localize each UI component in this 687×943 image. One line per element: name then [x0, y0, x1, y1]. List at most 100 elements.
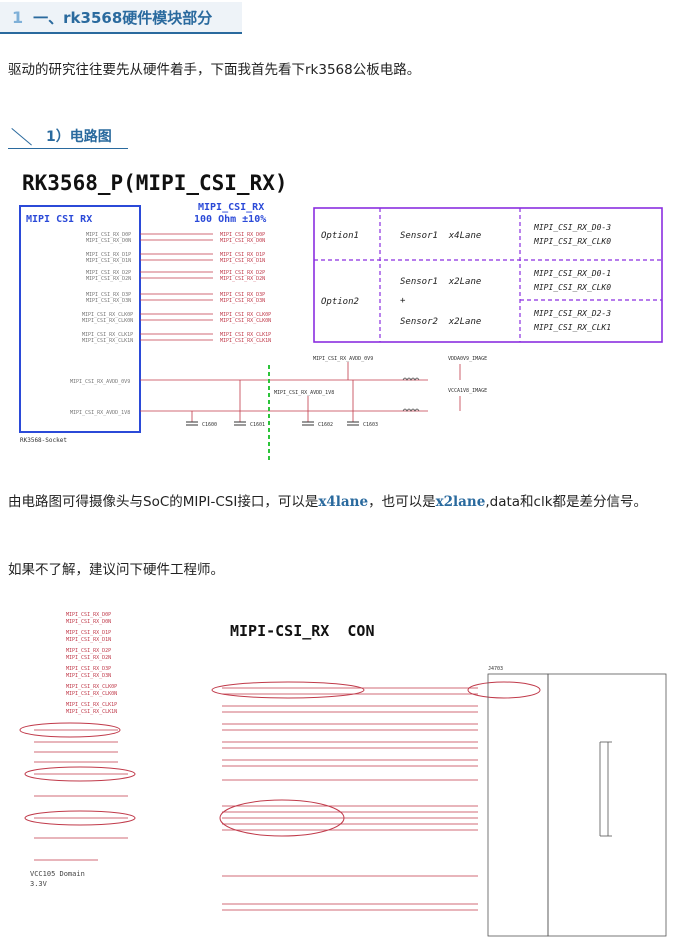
- net-label: MIPI_CSI_RX_D3P: [220, 292, 265, 298]
- net-label: MIPI_CSI_RX_D1N: [66, 637, 111, 643]
- pin-row: MIPI_CSI_RX_CLK0N MIPI_CSI_RX_CLK0N: [82, 318, 271, 324]
- net-label: MIPI_CSI_RX_D0N: [220, 238, 265, 244]
- analysis-paragraph: 由电路图可得摄像头与SoC的MIPI-CSI接口，可以是x4lane，也可以是x…: [8, 490, 673, 514]
- section-number: 1: [12, 7, 24, 27]
- avdd-1v8-net: MIPI_CSI_RX_AVDD_1V8: [274, 390, 334, 396]
- cap-label: C1600: [202, 422, 217, 428]
- pin-label: MIPI_CSI_RX_D0P: [86, 232, 131, 238]
- option2-sensor2: Sensor2 x2Lane: [400, 317, 481, 327]
- option2-signal: MIPI_CSI_RX_D2-3: [533, 309, 611, 318]
- pin-label: MIPI_CSI_RX_D3N: [86, 298, 131, 304]
- highlight-ellipse: [24, 810, 136, 826]
- option2-sensor1: Sensor1 x2Lane: [400, 277, 481, 287]
- net-label: MIPI_CSI_RX_D2P: [220, 270, 265, 276]
- capacitor-group: C1600 C1601 C1602 C1603: [186, 380, 378, 428]
- net-label: MIPI_CSI_RX_CLK0P: [220, 312, 271, 318]
- net-label: MIPI_CSI_RX_D0P: [66, 612, 111, 618]
- block-label: MIPI CSI RX: [26, 214, 92, 225]
- analysis-text-3: ,data和clk都是差分信号。: [485, 494, 648, 510]
- advice-paragraph: 如果不了解，建议问下硬件工程师。: [8, 562, 224, 578]
- pin-row: MIPI_CSI_RX_D2P MIPI_CSI_RX_D2P: [86, 270, 265, 276]
- pin-label: MIPI_CSI_RX_CLK1P: [82, 332, 133, 338]
- pin-row: MIPI_CSI_RX_CLK1P MIPI_CSI_RX_CLK1P: [82, 332, 271, 338]
- option2-signal: MIPI_CSI_RX_CLK1: [533, 323, 611, 332]
- inductor-symbol: [402, 377, 420, 381]
- net-label: MIPI_CSI_RX_D1P: [220, 252, 265, 258]
- net-label: MIPI_CSI_RX_CLK1N: [220, 338, 271, 344]
- option1-signal: MIPI_CSI_RX_CLK0: [533, 237, 611, 246]
- cap-label: C1602: [318, 422, 333, 428]
- net-label: MIPI_CSI_RX_D2P: [66, 648, 111, 654]
- inductor-symbol: [402, 408, 420, 412]
- pin-label: MIPI_CSI_RX_D3P: [86, 292, 131, 298]
- schematic-title: RK3568_P(MIPI_CSI_RX): [22, 171, 288, 195]
- option2-label: Option2: [321, 297, 359, 307]
- highlight-ellipse: [19, 722, 121, 738]
- section-heading: 1 一、rk3568硬件模块部分: [0, 2, 242, 34]
- pin-row: MIPI_CSI_RX_D3P MIPI_CSI_RX_D3P: [86, 292, 265, 298]
- option1-signal: MIPI_CSI_RX_D0-3: [533, 223, 611, 232]
- section-title: 一、rk3568硬件模块部分: [33, 8, 213, 27]
- highlight-x2lane: x2lane: [435, 494, 486, 510]
- pin-label: MIPI_CSI_RX_D2P: [86, 270, 131, 276]
- connector-body: [547, 673, 667, 937]
- pin-label: MIPI_CSI_RX_D1N: [86, 258, 131, 264]
- net-label: MIPI_CSI_RX_CLK0P: [66, 684, 117, 690]
- net-label: MIPI_CSI_RX_D3N: [66, 673, 111, 679]
- soc-block: [19, 205, 141, 433]
- signal-rows: [211, 681, 541, 911]
- intro-paragraph: 驱动的研究往往要先从硬件着手，下面我首先看下rk3568公板电路。: [8, 62, 421, 78]
- option2-signal: MIPI_CSI_RX_D0-1: [533, 269, 611, 278]
- highlight-ellipse: [24, 766, 136, 782]
- cap-label: C1603: [363, 422, 378, 428]
- vdd-0v9-net: VDDA0V9_IMAGE: [448, 356, 487, 362]
- impedance-value: 100 Ohm ±10%: [194, 214, 266, 225]
- pin-rows: MIPI_CSI_RX_D0P MIPI_CSI_RX_D0P MIPI_CSI…: [82, 232, 271, 344]
- avdd-1v8-pin: MIPI_CSI_RX_AVDD_1V8: [70, 410, 130, 416]
- schematic-rk3568-mipi-csi: RK3568_P(MIPI_CSI_RX) MIPI CSI RX RK3568…: [8, 160, 678, 470]
- net-label: MIPI_CSI_RX_D3P: [66, 666, 111, 672]
- domain-label: VCC105 Domain: [30, 870, 85, 878]
- net-label: MIPI_CSI_RX_D0P: [220, 232, 265, 238]
- pin-label: MIPI_CSI_RX_CLK1N: [82, 338, 133, 344]
- net-label: MIPI_CSI_RX_CLK0N: [66, 691, 117, 697]
- socket-label: RK3568-Socket: [20, 437, 67, 444]
- option2-plus: +: [400, 296, 406, 306]
- subsection-heading: 1）电路图: [8, 124, 128, 149]
- net-label: MIPI_CSI_RX_CLK1P: [66, 702, 117, 708]
- pin-label: MIPI_CSI_RX_CLK0P: [82, 312, 133, 318]
- net-label: MIPI_CSI_RX_D0N: [66, 619, 111, 625]
- schematic-mipi-csi-connector: MIPI-CSI_RX CON MIPI_CSI_RX_D0P MIPI_CSI…: [8, 606, 678, 940]
- vcc-1v8-net: VCCA1V8_IMAGE: [448, 388, 487, 394]
- highlight-x4lane: x4lane: [318, 494, 369, 510]
- pin-row: MIPI_CSI_RX_D0N MIPI_CSI_RX_D0N: [86, 238, 265, 244]
- domain-voltage: 3.3V: [30, 880, 48, 888]
- pin-row: MIPI_CSI_RX_D2N MIPI_CSI_RX_D2N: [86, 276, 265, 282]
- pin-row: MIPI_CSI_RX_D1P MIPI_CSI_RX_D1P: [86, 252, 265, 258]
- pin-row: MIPI_CSI_RX_D3N MIPI_CSI_RX_D3N: [86, 298, 265, 304]
- pin-label: MIPI_CSI_RX_D1P: [86, 252, 131, 258]
- impedance-title: MIPI_CSI_RX: [198, 202, 264, 213]
- pin-label: MIPI_CSI_RX_CLK0N: [82, 318, 133, 324]
- net-label: MIPI_CSI_RX_D1P: [66, 630, 111, 636]
- option-table: Option1 Sensor1 x4Lane MIPI_CSI_RX_D0-3 …: [313, 207, 663, 343]
- connector-schematic-title: MIPI-CSI_RX CON: [230, 622, 375, 640]
- net-label: MIPI_CSI_RX_D1N: [220, 258, 265, 264]
- net-label: MIPI_CSI_RX_D2N: [220, 276, 265, 282]
- net-label: MIPI_CSI_RX_CLK1N: [66, 709, 117, 715]
- net-label: MIPI_CSI_RX_CLK0N: [220, 318, 271, 324]
- option2-signal: MIPI_CSI_RX_CLK0: [533, 283, 611, 292]
- pin-row: MIPI_CSI_RX_D0P MIPI_CSI_RX_D0P: [86, 232, 265, 238]
- cap-label: C1601: [250, 422, 265, 428]
- option1-sensor: Sensor1 x4Lane: [400, 231, 481, 241]
- pin-label: MIPI_CSI_RX_D0N: [86, 238, 131, 244]
- avdd-0v9-net: MIPI_CSI_RX_AVDD_0V9: [313, 356, 373, 362]
- pin-row: MIPI_CSI_RX_D1N MIPI_CSI_RX_D1N: [86, 258, 265, 264]
- analysis-text-2: ，也可以是: [368, 494, 436, 510]
- pin-row: MIPI_CSI_RX_CLK0P MIPI_CSI_RX_CLK0P: [82, 312, 271, 318]
- left-net-labels: MIPI_CSI_RX_D0P MIPI_CSI_RX_D0N MIPI_CSI…: [66, 612, 117, 715]
- net-label: MIPI_CSI_RX_D3N: [220, 298, 265, 304]
- analysis-text-1: 由电路图可得摄像头与SoC的MIPI-CSI接口，可以是: [8, 494, 319, 510]
- pin-label: MIPI_CSI_RX_D2N: [86, 276, 131, 282]
- net-label: MIPI_CSI_RX_D2N: [66, 655, 111, 661]
